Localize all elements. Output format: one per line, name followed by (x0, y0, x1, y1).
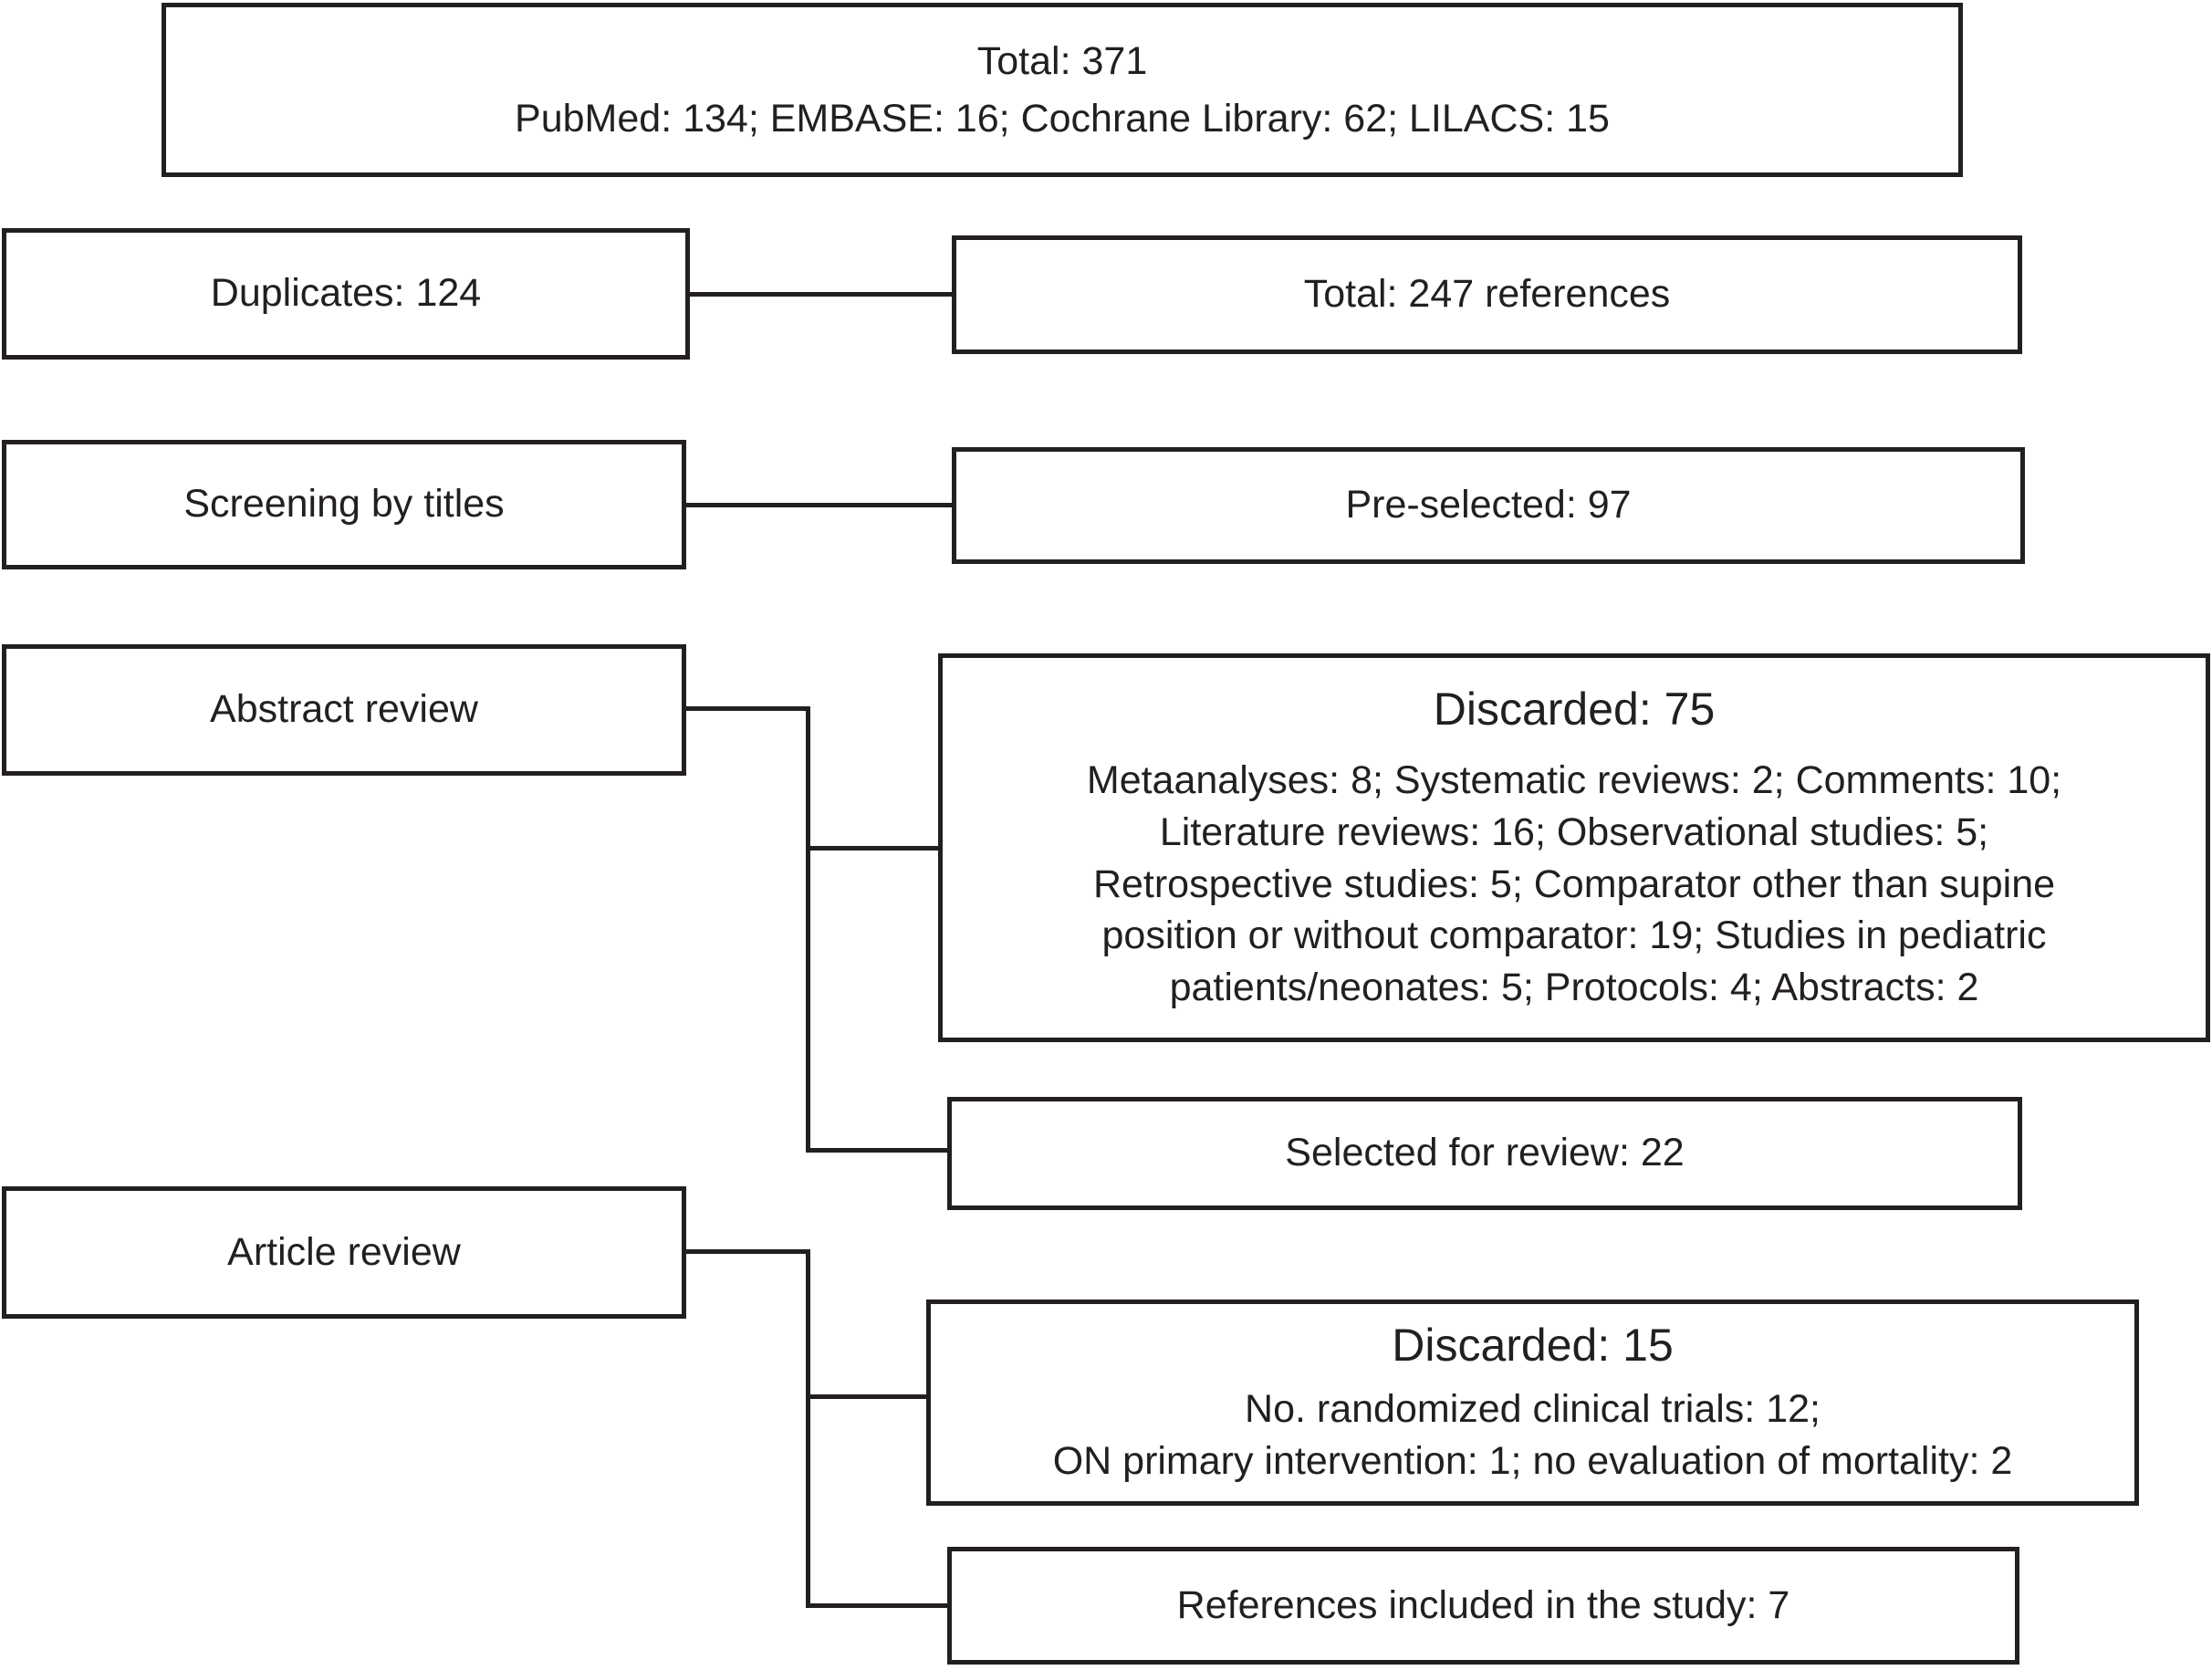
total-references-label: Total: 247 references (1303, 272, 1671, 317)
connector-duplicates-to-total-refs (690, 292, 952, 297)
box-selected-for-review: Selected for review: 22 (947, 1097, 2022, 1210)
connector-article-out (686, 1249, 810, 1254)
abstract-review-label: Abstract review (210, 687, 478, 732)
box-discarded-article: Discarded: 15 No. randomized clinical tr… (926, 1299, 2139, 1506)
search-total-count: Total: 371 (976, 39, 1148, 84)
box-duplicates: Duplicates: 124 (2, 228, 690, 360)
discarded-abstract-line: Literature reviews: 16; Observational st… (1159, 809, 1989, 854)
connector-screening-to-preselected (686, 503, 952, 507)
preselected-label: Pre-selected: 97 (1345, 483, 1632, 527)
duplicates-label: Duplicates: 124 (210, 271, 482, 316)
connector-abstract-out (686, 706, 810, 711)
box-abstract-review: Abstract review (2, 644, 686, 776)
connector-article-to-discarded (810, 1394, 926, 1399)
discarded-abstract-title: Discarded: 75 (1433, 684, 1716, 736)
discarded-abstract-line: position or without comparator: 19; Stud… (1101, 913, 2047, 958)
connector-abstract-down (806, 706, 810, 1153)
box-search-total: Total: 371 PubMed: 134; EMBASE: 16; Coch… (162, 3, 1963, 177)
connector-article-to-included (810, 1603, 947, 1608)
references-included-label: References included in the study: 7 (1176, 1582, 1790, 1627)
discarded-abstract-line: Retrospective studies: 5; Comparator oth… (1092, 861, 2056, 906)
selected-label: Selected for review: 22 (1285, 1131, 1685, 1175)
discarded-abstract-line: Metaanalyses: 8; Systematic reviews: 2; … (1086, 758, 2062, 803)
box-article-review: Article review (2, 1186, 686, 1319)
box-screening-by-titles: Screening by titles (2, 440, 686, 569)
discarded-article-title: Discarded: 15 (1392, 1320, 1674, 1372)
connector-abstract-to-selected (810, 1148, 947, 1153)
article-review-label: Article review (227, 1229, 461, 1274)
discarded-article-line: ON primary intervention: 1; no evaluatio… (1052, 1439, 2013, 1483)
box-references-included: References included in the study: 7 (947, 1547, 2019, 1665)
search-total-sources: PubMed: 134; EMBASE: 16; Cochrane Librar… (515, 96, 1610, 141)
connector-abstract-to-discarded (810, 846, 938, 851)
box-discarded-abstract: Discarded: 75 Metaanalyses: 8; Systemati… (938, 653, 2210, 1042)
box-preselected: Pre-selected: 97 (952, 447, 2025, 564)
screening-label: Screening by titles (183, 482, 505, 527)
discarded-article-line: No. randomized clinical trials: 12; (1245, 1387, 1821, 1432)
box-total-references: Total: 247 references (952, 235, 2022, 354)
connector-article-down (806, 1249, 810, 1608)
discarded-abstract-line: patients/neonates: 5; Protocols: 4; Abst… (1169, 965, 1979, 1010)
